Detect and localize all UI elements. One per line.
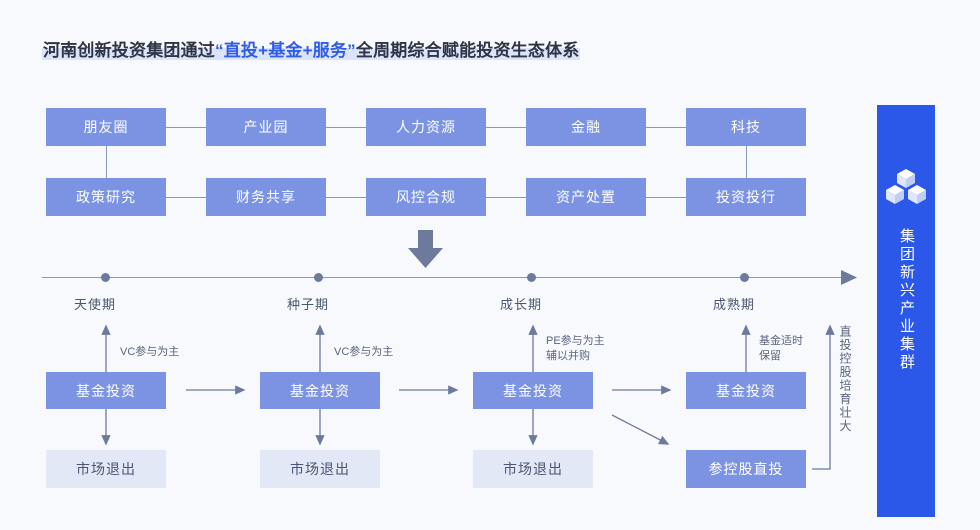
- cubes-icon: [885, 167, 927, 212]
- stage-exit-box-3[interactable]: 参控股直投: [686, 450, 806, 488]
- timeline-label-2: 成长期: [500, 297, 543, 312]
- timeline-dot-3: [740, 273, 749, 282]
- title-accent: 直投+基金+服务: [223, 41, 348, 60]
- service-box-row1-4[interactable]: 科技: [686, 108, 806, 146]
- sidebar-panel[interactable]: 集团新兴产业集群: [877, 105, 935, 517]
- bracket-path: [812, 324, 835, 470]
- timeline-label-3: 成熟期: [713, 297, 756, 312]
- service-box-row2-2[interactable]: 风控合规: [366, 178, 486, 216]
- stage-invest-box-0[interactable]: 基金投资: [46, 372, 166, 409]
- stage-invest-box-3[interactable]: 基金投资: [686, 372, 806, 409]
- service-box-row1-2[interactable]: 人力资源: [366, 108, 486, 146]
- stage-note-3-line1: 保留: [759, 350, 781, 362]
- timeline-dot-1: [314, 273, 323, 282]
- stage-note-3-line0: 基金适时: [759, 335, 803, 347]
- service-box-row2-1[interactable]: 财务共享: [206, 178, 326, 216]
- service-box-row1-0[interactable]: 朋友圈: [46, 108, 166, 146]
- page-title: 河南创新投资集团通过“直投+基金+服务”全周期综合赋能投资生态体系: [42, 38, 581, 64]
- timeline-dot-2: [527, 273, 536, 282]
- stage-note-2-line0: PE参与为主: [546, 335, 605, 347]
- connector-row1-2-3: [486, 127, 526, 128]
- stage-note-1-line0: VC参与为主: [334, 346, 394, 358]
- stage-exit-box-1[interactable]: 市场退出: [260, 450, 380, 488]
- arrow-down-icon: [408, 230, 443, 268]
- connector-row1-1-2: [326, 127, 366, 128]
- connector-row1-3-4: [646, 127, 686, 128]
- stage-note-2-line1: 辅以并购: [546, 350, 590, 362]
- timeline-label-0: 天使期: [74, 297, 117, 312]
- connector-row2-0-1: [166, 197, 206, 198]
- service-box-row1-1[interactable]: 产业园: [206, 108, 326, 146]
- service-box-row2-4[interactable]: 投资投行: [686, 178, 806, 216]
- connector-row1-0-1: [166, 127, 206, 128]
- connector-row2-2-3: [486, 197, 526, 198]
- stage-invest-box-1[interactable]: 基金投资: [260, 372, 380, 409]
- service-box-row1-3[interactable]: 金融: [526, 108, 646, 146]
- stage-exit-box-0[interactable]: 市场退出: [46, 450, 166, 488]
- title-tail: 全周期综合赋能投资生态体系: [355, 41, 580, 60]
- timeline-dot-0: [101, 273, 110, 282]
- connector-row2-1-2: [326, 197, 366, 198]
- timeline-axis: [42, 277, 847, 278]
- stage-invest-box-2[interactable]: 基金投资: [473, 372, 593, 409]
- connector-row2-3-4: [646, 197, 686, 198]
- stage-diagonal-arrow-direct-invest: [611, 414, 670, 445]
- title-quote-close: ”: [347, 41, 356, 60]
- sidebar-label: 集团新兴产业集群: [898, 228, 915, 372]
- connector-col4-vertical: [746, 146, 747, 178]
- title-quote-open: “: [215, 41, 224, 60]
- service-box-row2-3[interactable]: 资产处置: [526, 178, 646, 216]
- stage-note-0-line0: VC参与为主: [120, 346, 180, 358]
- title-lead: 河南创新投资集团通过: [43, 41, 215, 60]
- bracket-note: 直投控股培育壮大: [838, 325, 852, 433]
- stage-exit-box-2[interactable]: 市场退出: [473, 450, 593, 488]
- service-box-row2-0[interactable]: 政策研究: [46, 178, 166, 216]
- timeline-label-1: 种子期: [287, 297, 330, 312]
- connector-col0-vertical: [106, 146, 107, 178]
